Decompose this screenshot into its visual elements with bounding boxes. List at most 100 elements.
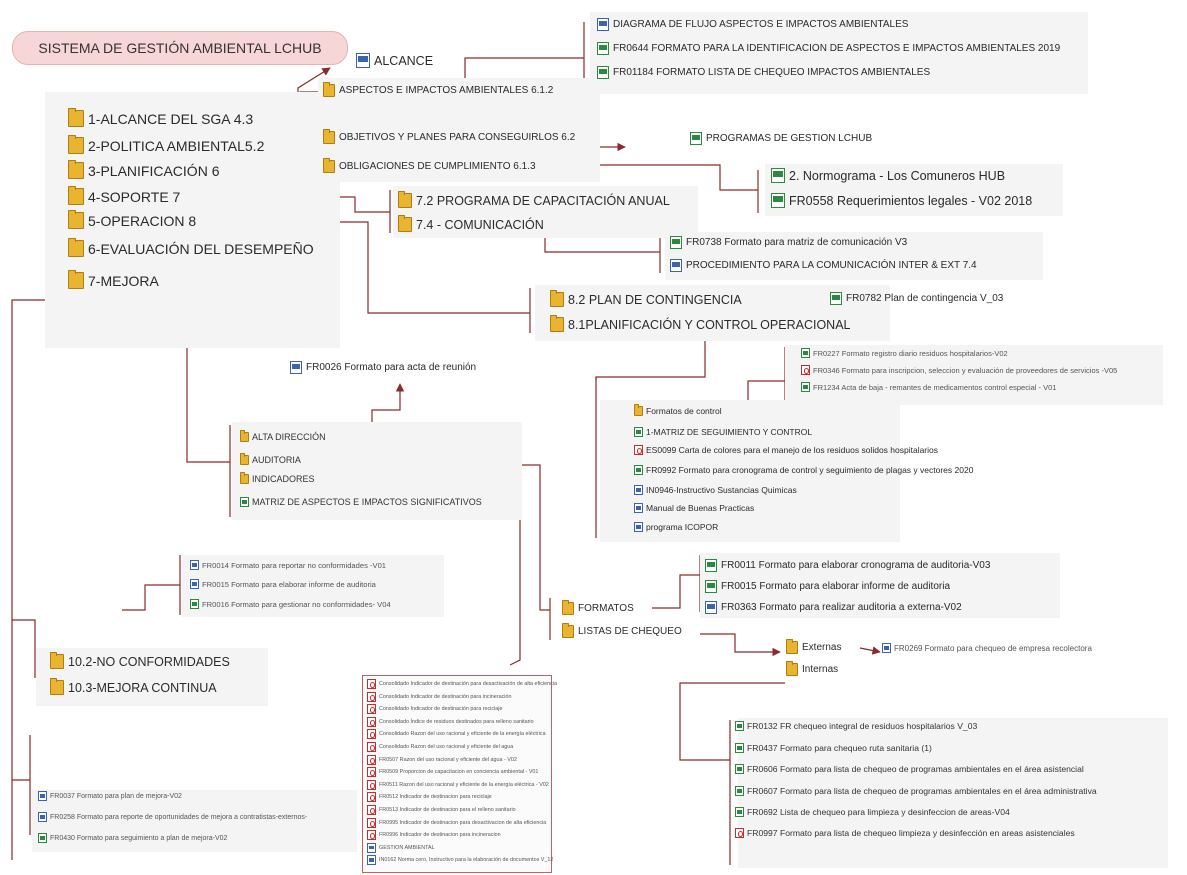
main-menu-item[interactable]: 7-MEJORA (68, 270, 159, 289)
formatos-control-item[interactable]: FR0227 Formato registro diario residuos … (801, 348, 1008, 358)
main-menu-item-label: 5-OPERACION 8 (88, 212, 197, 229)
auditoria-folder[interactable]: FORMATOS (562, 600, 634, 615)
evaluacion-item[interactable]: MATRIZ DE ASPECTOS E IMPACTOS SIGNIFICAT… (240, 497, 482, 507)
main-menu-item[interactable]: 3-PLANIFICACIÓN 6 (68, 160, 220, 179)
contingencia-doc[interactable]: FR0782 Plan de contingencia V_03 (830, 292, 1003, 305)
excel-document-icon (597, 66, 609, 79)
lista-chequeo-folder-label: Internas (802, 664, 839, 675)
formatos-control-item[interactable]: FR0346 Formato para inscripcion, selecci… (801, 365, 1117, 375)
comunicacion-doc[interactable]: FR0738 Formato para matriz de comunicaci… (670, 236, 907, 249)
noconf-doc[interactable]: FR0014 Formato para reportar no conformi… (190, 560, 386, 570)
main-menu-item[interactable]: 5-OPERACION 8 (68, 210, 197, 229)
evaluacion-item[interactable]: INDICADORES (240, 472, 315, 484)
indicador-doc[interactable]: IN0162 Norma cero, Instructivo para la e… (367, 855, 553, 866)
control-operacional-item[interactable]: 1-MATRIZ DE SEGUIMIENTO Y CONTROL (634, 427, 812, 437)
noconf-doc-label: FR0014 Formato para reportar no conformi… (202, 560, 387, 570)
planificacion-folder[interactable]: OBLIGACIONES DE CUMPLIMIENTO 6.1.3 (323, 158, 536, 173)
control-operacional-item[interactable]: programa ICOPOR (634, 522, 718, 532)
indicador-doc[interactable]: FR0509 Proporcion de capacitacion en con… (367, 767, 538, 778)
indicador-doc[interactable]: Consolidado Indicador de destinación par… (367, 691, 511, 702)
control-operacional-item[interactable]: Formatos de control (634, 404, 722, 416)
excel-document-icon (801, 382, 810, 392)
word-document-icon (882, 643, 891, 653)
formatos-control-item-label: FR0227 Formato registro diario residuos … (813, 348, 1008, 358)
main-menu-item-label: 3-PLANIFICACIÓN 6 (88, 162, 220, 179)
comunicacion-doc[interactable]: PROCEDIMIENTO PARA LA COMUNICACIÓN INTER… (670, 259, 977, 272)
indicador-doc[interactable]: Consolidado Índice de residuos destinado… (367, 716, 534, 727)
internas-doc[interactable]: FR0437 Formato para chequeo ruta sanitar… (735, 743, 932, 753)
aspectos-doc[interactable]: DIAGRAMA DE FLUJO ASPECTOS E IMPACTOS AM… (597, 18, 908, 31)
indicador-doc-label: GESTION AMBIENTAL (379, 844, 435, 851)
operacion-folder[interactable]: 8.2 PLAN DE CONTINGENCIA (550, 290, 742, 307)
control-operacional-item[interactable]: ES0099 Carta de colores para el manejo d… (634, 445, 938, 455)
internas-doc[interactable]: FR0607 Formato para lista de chequeo de … (735, 786, 1097, 796)
programas-doc[interactable]: PROGRAMAS DE GESTION LCHUB (690, 132, 872, 145)
indicador-doc[interactable]: Consolidado Razon del uso racional y efi… (367, 729, 546, 740)
folder-icon (68, 270, 84, 289)
obligaciones-doc[interactable]: 2. Normograma - Los Comuneros HUB (771, 168, 1005, 183)
control-operacional-item[interactable]: FR0992 Formato para cronograma de contro… (634, 465, 973, 475)
folder-icon (550, 290, 564, 307)
internas-doc[interactable]: FR0132 FR chequeo integral de residuos h… (735, 721, 977, 731)
control-operacional-item-label: ES0099 Carta de colores para el manejo d… (646, 445, 939, 455)
pdf-document-icon (367, 729, 376, 740)
soporte-folder[interactable]: 7.2 PROGRAMA DE CAPACITACIÓN ANUAL (398, 191, 670, 208)
alcance-doc[interactable]: ALCANCE (356, 53, 433, 68)
internas-doc[interactable]: FR0692 Lista de chequeo para limpieza y … (735, 807, 1010, 817)
internas-doc-label: FR0692 Lista de chequeo para limpieza y … (747, 807, 1010, 817)
word-document-icon (190, 579, 199, 589)
auditoria-formato-doc[interactable]: FR0363 Formato para realizar auditoria a… (705, 601, 962, 614)
control-operacional-item[interactable]: IN0946-Instructivo Sustancias Quimicas (634, 485, 797, 495)
mejora-doc[interactable]: FR0430 Formato para seguimiento a plan d… (38, 833, 227, 843)
externas-doc[interactable]: FR0269 Formato para chequeo de empresa r… (882, 643, 1092, 653)
noconf-doc[interactable]: FR0015 Formato para elaborar informe de … (190, 579, 376, 589)
folder-icon (786, 639, 798, 654)
indicador-doc[interactable]: Consolidado Indicador de destinación par… (367, 679, 557, 689)
auditoria-folder[interactable]: LISTAS DE CHEQUEO (562, 623, 682, 638)
excel-document-icon (830, 292, 842, 305)
control-operacional-item-label: Manual de Buenas Practicas (646, 503, 755, 513)
soporte-folder[interactable]: 7.4 - COMUNICACIÓN (398, 215, 544, 232)
indicador-doc[interactable]: Consolidado Razon del uso racional y efi… (367, 742, 513, 752)
indicador-doc[interactable]: FR0995 Indicador de destinacion para des… (367, 817, 546, 828)
main-menu-item[interactable]: 4-SOPORTE 7 (68, 186, 180, 205)
mejora-doc[interactable]: FR0258 Formato para reporte de oportunid… (38, 812, 307, 822)
auditoria-formato-doc[interactable]: FR0011 Formato para elaborar cronograma … (705, 559, 990, 572)
indicador-doc[interactable]: GESTION AMBIENTAL (367, 842, 435, 853)
aspectos-doc[interactable]: FR0644 FORMATO PARA LA IDENTIFICACION DE… (597, 42, 1060, 55)
main-menu-item[interactable]: 1-ALCANCE DEL SGA 4.3 (68, 108, 253, 127)
mejora-folder[interactable]: 10.3-MEJORA CONTINUA (50, 678, 217, 695)
indicador-doc[interactable]: FR0511 Razon del uso racional y eficient… (367, 779, 549, 790)
internas-doc[interactable]: FR0997 Formato para lista de chequeo lim… (735, 828, 1075, 838)
acta-reunion-doc[interactable]: FR0026 Formato para acta de reunión (290, 361, 476, 374)
excel-document-icon (735, 721, 744, 731)
aspectos-doc[interactable]: FR01184 FORMATO LISTA DE CHEQUEO IMPACTO… (597, 66, 930, 79)
indicador-doc[interactable]: FR0996 Indicador de destinacion para inc… (367, 830, 501, 841)
planificacion-folder[interactable]: ASPECTOS E IMPACTOS AMBIENTALES 6.1.2 (323, 82, 553, 97)
indicador-doc[interactable]: Consolidado Indicador de destinación par… (367, 704, 502, 715)
word-document-icon (705, 601, 717, 614)
operacion-folder[interactable]: 8.1PLANIFICACIÓN Y CONTROL OPERACIONAL (550, 315, 850, 332)
formatos-control-item[interactable]: FR1234 Acta de baja - remantes de medica… (801, 382, 1056, 392)
lista-chequeo-folder[interactable]: Internas (786, 661, 839, 676)
auditoria-formato-doc[interactable]: FR0015 Formato para elaborar informe de … (705, 580, 950, 593)
obligaciones-doc[interactable]: FR0558 Requerimientos legales - V02 2018 (771, 193, 1032, 208)
folder-icon (50, 652, 64, 669)
indicador-doc[interactable]: FR0512 Indicador de destinacion para rec… (367, 792, 492, 803)
control-operacional-item-label: FR0992 Formato para cronograma de contro… (646, 465, 974, 475)
noconf-doc[interactable]: FR0016 Formato para gestionar no conform… (190, 599, 391, 609)
control-operacional-item[interactable]: Manual de Buenas Practicas (634, 503, 754, 513)
main-menu-item[interactable]: 6-EVALUACIÓN DEL DESEMPEÑO (68, 238, 314, 257)
mejora-folder[interactable]: 10.2-NO CONFORMIDADES (50, 652, 230, 669)
lista-chequeo-folder[interactable]: Externas (786, 639, 841, 654)
evaluacion-item[interactable]: ALTA DIRECCIÓN (240, 430, 326, 442)
internas-doc[interactable]: FR0606 Formato para lista de chequeo de … (735, 764, 1084, 774)
indicador-doc[interactable]: FR0507 Razon del uso racional y eficient… (367, 754, 517, 765)
indicador-doc[interactable]: FR0513 Indicador de destinacion para el … (367, 805, 516, 815)
planificacion-folder[interactable]: OBJETIVOS Y PLANES PARA CONSEGUIRLOS 6.2 (323, 129, 575, 144)
mejora-doc[interactable]: FR0037 Formato para plan de mejora-V02 (38, 791, 182, 801)
main-menu-item[interactable]: 2-POLITICA AMBIENTAL5.2 (68, 135, 264, 154)
contingencia-doc-label: FR0782 Plan de contingencia V_03 (846, 293, 1004, 304)
programas-doc-label: PROGRAMAS DE GESTION LCHUB (706, 133, 873, 144)
evaluacion-item[interactable]: AUDITORIA (240, 453, 301, 465)
